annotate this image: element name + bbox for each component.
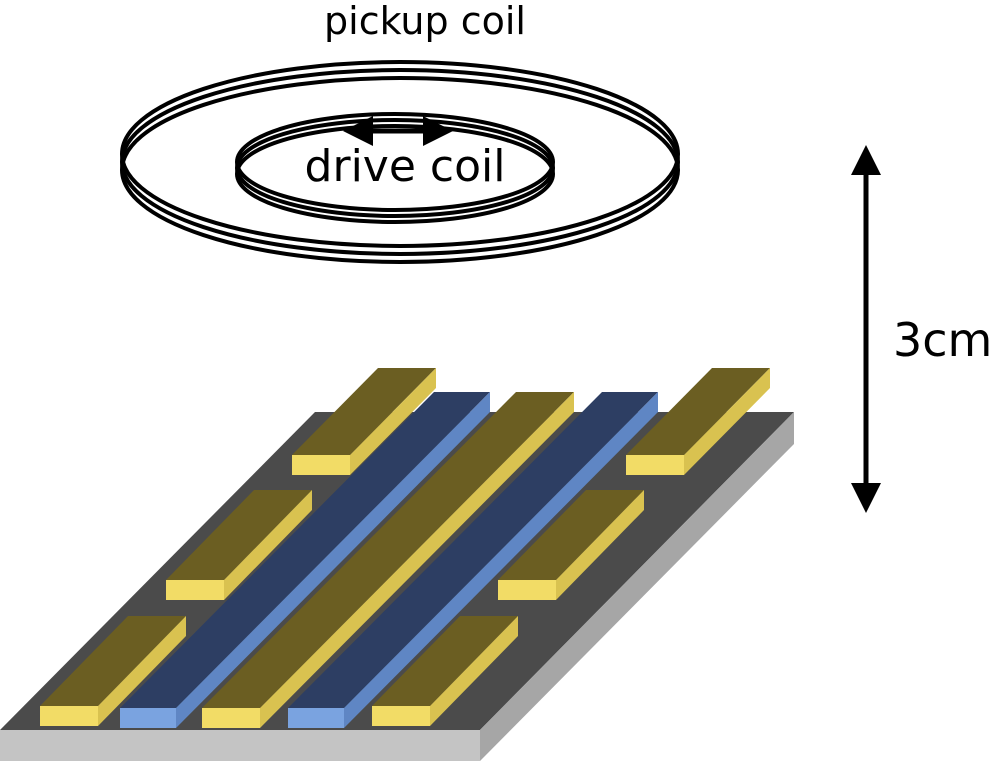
- blue-strip-left: [120, 392, 490, 728]
- gold-strip-center: [202, 392, 574, 728]
- gold-pad-left-1: [292, 368, 436, 475]
- gold-pad-left-2: [166, 490, 312, 600]
- scale-label: 3cm: [893, 313, 993, 367]
- gold-pads: [40, 368, 770, 726]
- substrate-right-side: [480, 412, 794, 761]
- long-strips: [120, 392, 658, 728]
- drive-coil-label: drive coil: [304, 141, 506, 192]
- substrate-front-side: [0, 730, 480, 761]
- pickup-coil-label: pickup coil: [324, 0, 526, 43]
- gold-pad-left-3: [40, 616, 186, 726]
- pickup-coil: [120, 60, 680, 264]
- blue-strip-right: [288, 392, 658, 728]
- gold-pad-right-2: [498, 490, 644, 600]
- gold-pad-right-1: [626, 368, 770, 475]
- gold-pad-right-3: [372, 616, 518, 726]
